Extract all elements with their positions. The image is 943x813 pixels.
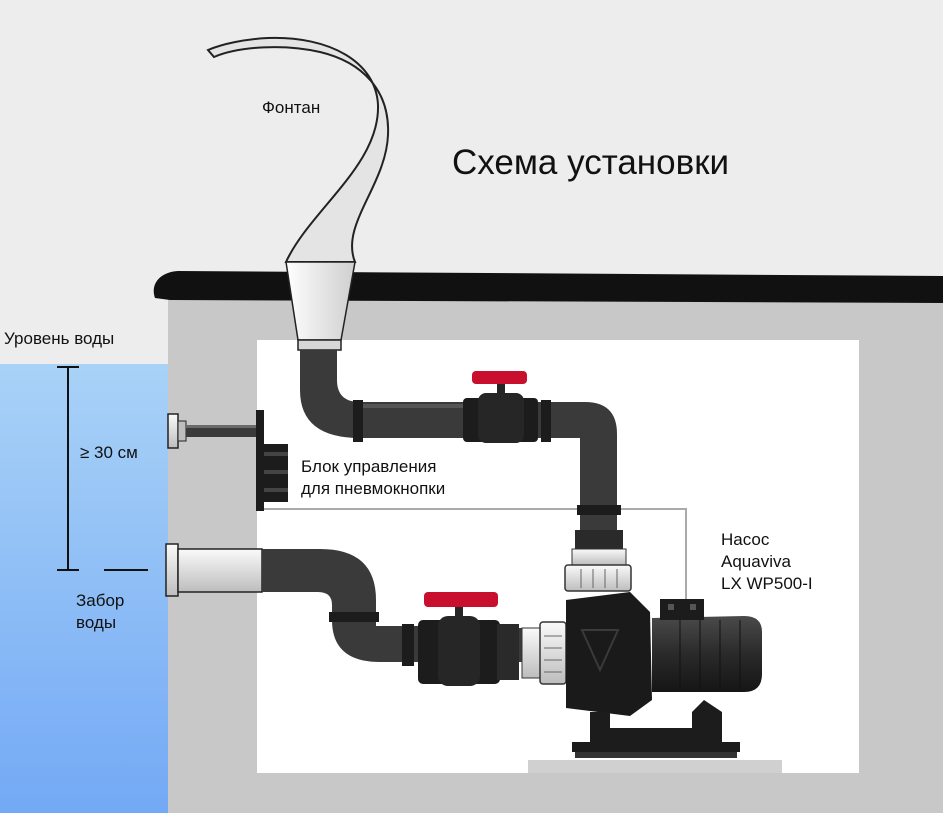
return-pipe <box>300 350 621 530</box>
intake-label-line2: воды <box>76 613 116 632</box>
control-unit <box>256 410 288 511</box>
pump <box>566 592 762 758</box>
depth-marker <box>57 366 148 571</box>
pool-deck-edge <box>153 271 943 303</box>
pump-motor <box>652 616 762 692</box>
pump-label-line1: Насос <box>721 530 770 549</box>
pool-water <box>0 364 168 813</box>
diagram-title: Схема установки <box>452 143 729 182</box>
pneumatic-button <box>167 413 256 449</box>
control-unit-label-line2: для пневмокнопки <box>301 479 445 498</box>
fountain-label: Фонтан <box>262 98 320 117</box>
control-unit-label-line1: Блок управления <box>301 457 436 476</box>
suction-ball-valve <box>418 592 519 686</box>
nozzle-ring <box>297 339 342 351</box>
pump-housing <box>566 592 652 716</box>
min-depth-label: ≥ 30 см <box>80 443 138 462</box>
pump-label-line3: LX WP500-I <box>721 574 813 593</box>
pump-base <box>572 700 740 752</box>
pump-label-line2: Aquaviva <box>721 552 791 571</box>
fountain-jet <box>206 36 390 263</box>
terminal-box <box>660 599 704 620</box>
water-level-label: Уровень воды <box>4 329 114 348</box>
intake-label-line1: Забор <box>76 591 124 610</box>
control-wire <box>264 508 687 601</box>
pump-inlet-union <box>521 621 567 685</box>
water-intake-nozzle <box>165 543 263 597</box>
return-ball-valve <box>463 371 538 443</box>
pump-plinth <box>528 760 782 773</box>
pump-outlet-union <box>564 530 632 592</box>
